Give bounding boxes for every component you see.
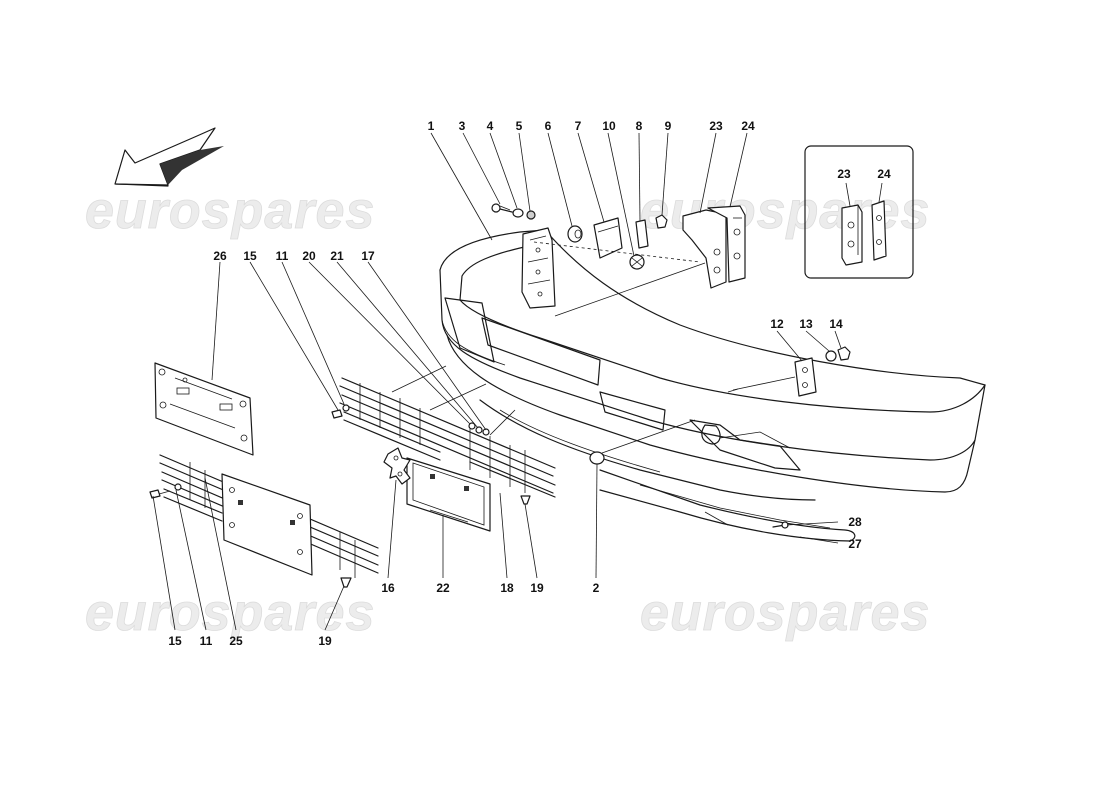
callout-27: 27 (848, 537, 862, 551)
callout-13: 13 (799, 317, 813, 331)
callout-23-inset: 23 (837, 167, 851, 181)
callout-19: 19 (530, 581, 544, 595)
callout-15: 15 (243, 249, 257, 263)
hardware-right (727, 346, 851, 397)
callout-22: 22 (436, 581, 450, 595)
callout-6: 6 (545, 119, 552, 133)
callout-21: 21 (330, 249, 344, 263)
callout-26: 26 (213, 249, 227, 263)
leader-lines (152, 132, 842, 631)
callout-17: 17 (361, 249, 375, 263)
callout-7: 7 (575, 119, 582, 133)
callout-15-lower: 15 (168, 634, 182, 648)
watermark-text: eurospares (85, 182, 375, 240)
callout-10: 10 (602, 119, 616, 133)
callout-28: 28 (848, 515, 862, 529)
watermarks: eurospares eurospares eurospares eurospa… (85, 182, 930, 643)
callout-5: 5 (516, 119, 523, 133)
screw (772, 521, 789, 529)
callout-3: 3 (459, 119, 466, 133)
watermark-text: eurospares (85, 584, 375, 642)
callout-labels: 1 3 4 5 6 7 10 8 9 23 24 23 24 26 15 11 … (168, 119, 891, 648)
callout-19-lower: 19 (318, 634, 332, 648)
callout-1: 1 (428, 119, 435, 133)
plug (589, 419, 696, 465)
callout-20: 20 (302, 249, 316, 263)
callout-18: 18 (500, 581, 514, 595)
callout-23: 23 (709, 119, 723, 133)
callout-12: 12 (770, 317, 784, 331)
bumper-shell (439, 229, 986, 542)
license-plate-bracket-upper (154, 362, 254, 456)
callout-11-lower: 11 (200, 634, 213, 648)
callout-11: 11 (276, 249, 289, 263)
callout-8: 8 (636, 119, 643, 133)
bracket-clip (383, 447, 411, 485)
license-plate-mount (406, 457, 491, 532)
callout-2: 2 (593, 581, 600, 595)
callout-4: 4 (487, 119, 494, 133)
watermark-text: eurospares (640, 584, 930, 642)
grille-upper (331, 365, 556, 498)
callout-9: 9 (665, 119, 672, 133)
direction-arrow-icon (114, 127, 224, 187)
callout-24: 24 (741, 119, 755, 133)
callout-14: 14 (829, 317, 843, 331)
callout-25: 25 (229, 634, 243, 648)
hardware-bolts (491, 203, 746, 317)
fasteners (340, 495, 531, 588)
grille-lower (149, 454, 379, 578)
inset-box (804, 145, 914, 279)
mounting-bracket (521, 227, 556, 309)
callout-16: 16 (381, 581, 395, 595)
callout-24-inset: 24 (877, 167, 891, 181)
